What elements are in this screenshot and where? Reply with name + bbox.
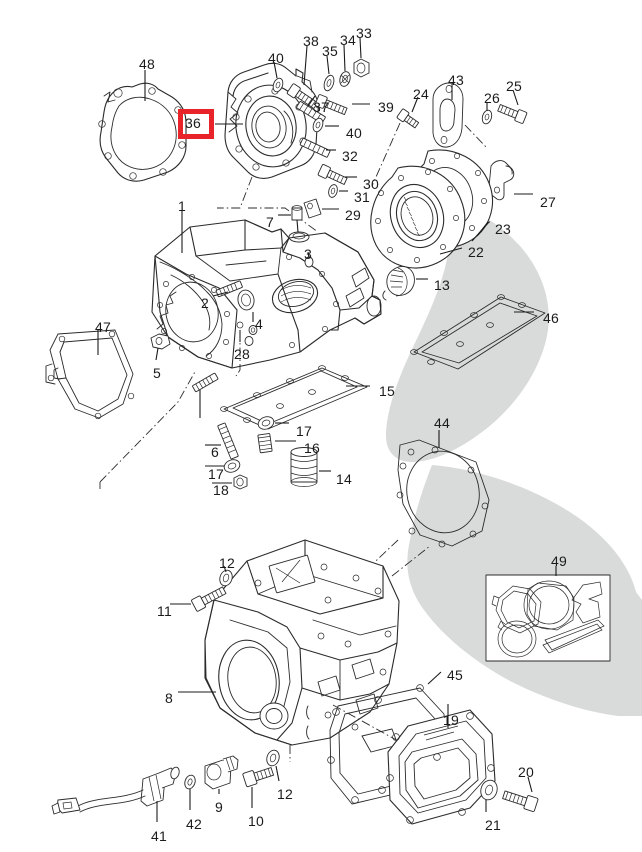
callout-label-42: 42 bbox=[186, 816, 202, 832]
callout-label-35: 35 bbox=[322, 43, 338, 59]
callout-label-1: 1 bbox=[178, 198, 186, 214]
callout-label-26: 26 bbox=[484, 90, 500, 106]
part-8-rear-extension-housing bbox=[178, 539, 431, 762]
callout-label-25: 25 bbox=[506, 78, 522, 94]
callout-label-23: 23 bbox=[495, 221, 511, 237]
callout-label-41: 41 bbox=[151, 828, 167, 844]
callout-label-30: 30 bbox=[363, 176, 379, 192]
part-48-retainer-gasket bbox=[98, 70, 187, 182]
callout-label-11: 11 bbox=[157, 603, 172, 619]
part-15-side-cover-gasket bbox=[220, 365, 370, 430]
callout-label-40: 40 bbox=[346, 125, 362, 141]
part-46-pan-gasket bbox=[410, 294, 546, 370]
callout-label-5: 5 bbox=[153, 365, 161, 381]
callout-label-22: 22 bbox=[468, 244, 484, 260]
callout-label-12: 12 bbox=[277, 786, 293, 802]
callout-label-20: 20 bbox=[518, 764, 534, 780]
callout-label-39: 39 bbox=[378, 99, 394, 115]
part-13-bushing bbox=[382, 265, 428, 301]
callout-label-34: 34 bbox=[340, 32, 356, 48]
callout-label-7: 7 bbox=[266, 214, 274, 230]
callout-label-47: 47 bbox=[95, 319, 111, 335]
callout-label-6: 6 bbox=[211, 444, 219, 460]
callout-label-37: 37 bbox=[313, 99, 329, 115]
part-36-bearing-retainer-housing bbox=[215, 62, 319, 209]
callout-label-13: 13 bbox=[434, 277, 450, 293]
small-parts-cluster bbox=[205, 416, 331, 490]
callout-label-28: 28 bbox=[234, 346, 250, 362]
case-fasteners bbox=[150, 205, 314, 418]
callout-label-44: 44 bbox=[434, 415, 450, 431]
part-44-rear-cover-gasket bbox=[359, 430, 490, 577]
callout-label-36: 36 bbox=[185, 115, 201, 131]
callout-label-33: 33 bbox=[356, 25, 372, 41]
callout-label-45: 45 bbox=[447, 667, 463, 683]
callout-label-31: 31 bbox=[354, 189, 370, 205]
callout-label-9: 9 bbox=[215, 799, 223, 815]
callout-label-3: 3 bbox=[304, 246, 312, 262]
fastener-cluster-right bbox=[371, 82, 533, 201]
callout-label-14: 14 bbox=[336, 471, 352, 487]
callout-label-38: 38 bbox=[303, 33, 319, 49]
callout-label-15: 15 bbox=[379, 383, 395, 399]
callout-label-8: 8 bbox=[165, 690, 173, 706]
part-49-gasket-kit-box bbox=[485, 566, 611, 662]
callout-label-2: 2 bbox=[201, 295, 209, 311]
part-19-cover-plate bbox=[386, 704, 539, 825]
callout-label-46: 46 bbox=[543, 310, 559, 326]
callout-label-18: 18 bbox=[213, 482, 229, 498]
callout-label-16: 16 bbox=[304, 440, 320, 456]
part-1-main-transmission-case bbox=[99, 207, 382, 489]
bottom-fasteners bbox=[51, 565, 280, 822]
callout-label-19: 19 bbox=[443, 712, 459, 728]
callout-label-40: 40 bbox=[268, 50, 284, 66]
callout-label-4: 4 bbox=[255, 316, 263, 332]
callout-label-17: 17 bbox=[296, 423, 312, 439]
callout-label-17: 17 bbox=[208, 466, 224, 482]
callout-label-21: 21 bbox=[485, 817, 501, 833]
callout-label-43: 43 bbox=[448, 72, 464, 88]
callout-label-32: 32 bbox=[342, 148, 358, 164]
callout-label-48: 48 bbox=[139, 56, 155, 72]
callout-label-49: 49 bbox=[551, 553, 567, 569]
callout-label-29: 29 bbox=[345, 207, 361, 223]
part-22-23-bell-housing-flange bbox=[370, 149, 493, 269]
callout-label-10: 10 bbox=[248, 813, 264, 829]
part-47-water-pump-gasket bbox=[45, 329, 135, 420]
callout-label-12: 12 bbox=[219, 555, 235, 571]
callout-label-24: 24 bbox=[413, 86, 429, 102]
fastener-cluster-top bbox=[272, 37, 370, 219]
callout-label-27: 27 bbox=[540, 194, 556, 210]
